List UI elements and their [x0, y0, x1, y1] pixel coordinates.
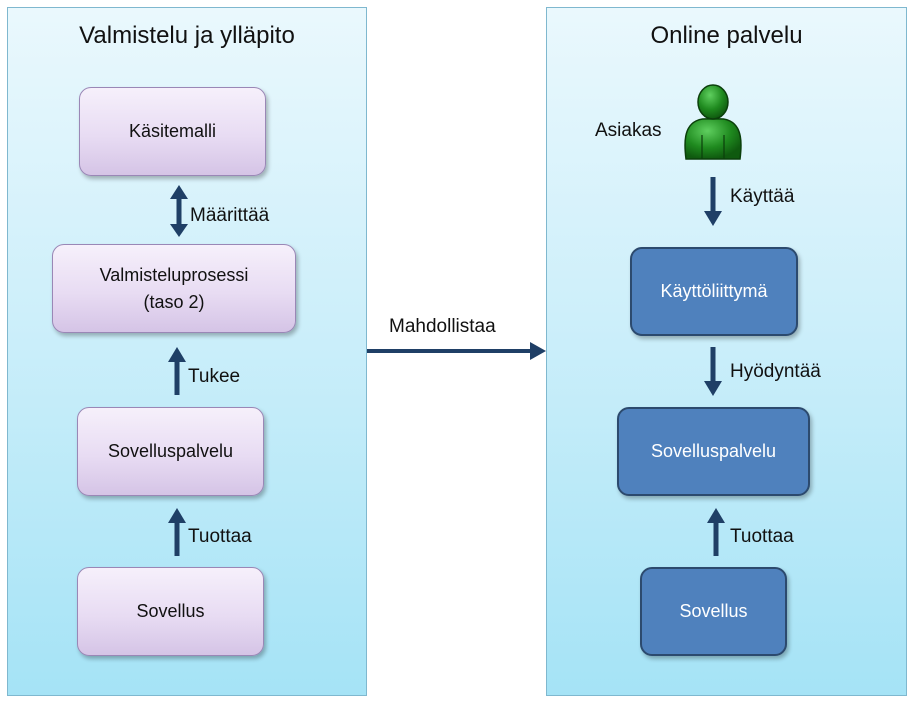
box-label: Sovellus [136, 601, 205, 621]
arrow-tuottaa-left [168, 508, 186, 556]
box-sovellus-left: Sovellus [77, 567, 264, 656]
label-kayttaa: Käyttää [730, 186, 795, 207]
arrow-kayttaa [704, 177, 722, 226]
label-asiakas: Asiakas [595, 120, 662, 141]
box-label: Sovelluspalvelu [107, 441, 234, 461]
box-sovellus-right: Sovellus [640, 567, 787, 656]
arrow-mahdollistaa [367, 342, 546, 360]
box-kasitemalli: Käsitemalli [79, 87, 266, 176]
panel-title-right: Online palvelu [650, 22, 803, 49]
label-tuottaa-right: Tuottaa [730, 526, 794, 547]
box-valmisteluprosessi: Valmisteluprosessi (taso 2) [52, 244, 296, 333]
label-tuottaa-left: Tuottaa [188, 526, 252, 547]
box-label: Käsitemalli [128, 121, 217, 141]
box-label: Sovellus [679, 601, 748, 621]
box-label-line1: Valmisteluprosessi [99, 264, 249, 285]
box-sovelluspalvelu-left: Sovelluspalvelu [77, 407, 264, 496]
arrow-tukee [168, 347, 186, 395]
label-maarittaa: Määrittää [190, 205, 270, 226]
label-hyodyntaa: Hyödyntää [730, 361, 821, 382]
box-kayttoliittyma: Käyttöliittymä [630, 247, 798, 336]
box-label: Sovelluspalvelu [650, 441, 777, 461]
box-label-line2: (taso 2) [143, 291, 205, 312]
arrow-tuottaa-right [707, 508, 725, 556]
arrow-maarittaa [170, 185, 188, 237]
panel-title-left: Valmistelu ja ylläpito [79, 22, 295, 49]
box-label: Käyttöliittymä [660, 281, 768, 301]
arrow-hyodyntaa [704, 347, 722, 396]
label-mahdollistaa: Mahdollistaa [389, 316, 496, 337]
box-sovelluspalvelu-right: Sovelluspalvelu [617, 407, 810, 496]
person-icon [684, 84, 742, 160]
label-tukee: Tukee [188, 366, 241, 387]
